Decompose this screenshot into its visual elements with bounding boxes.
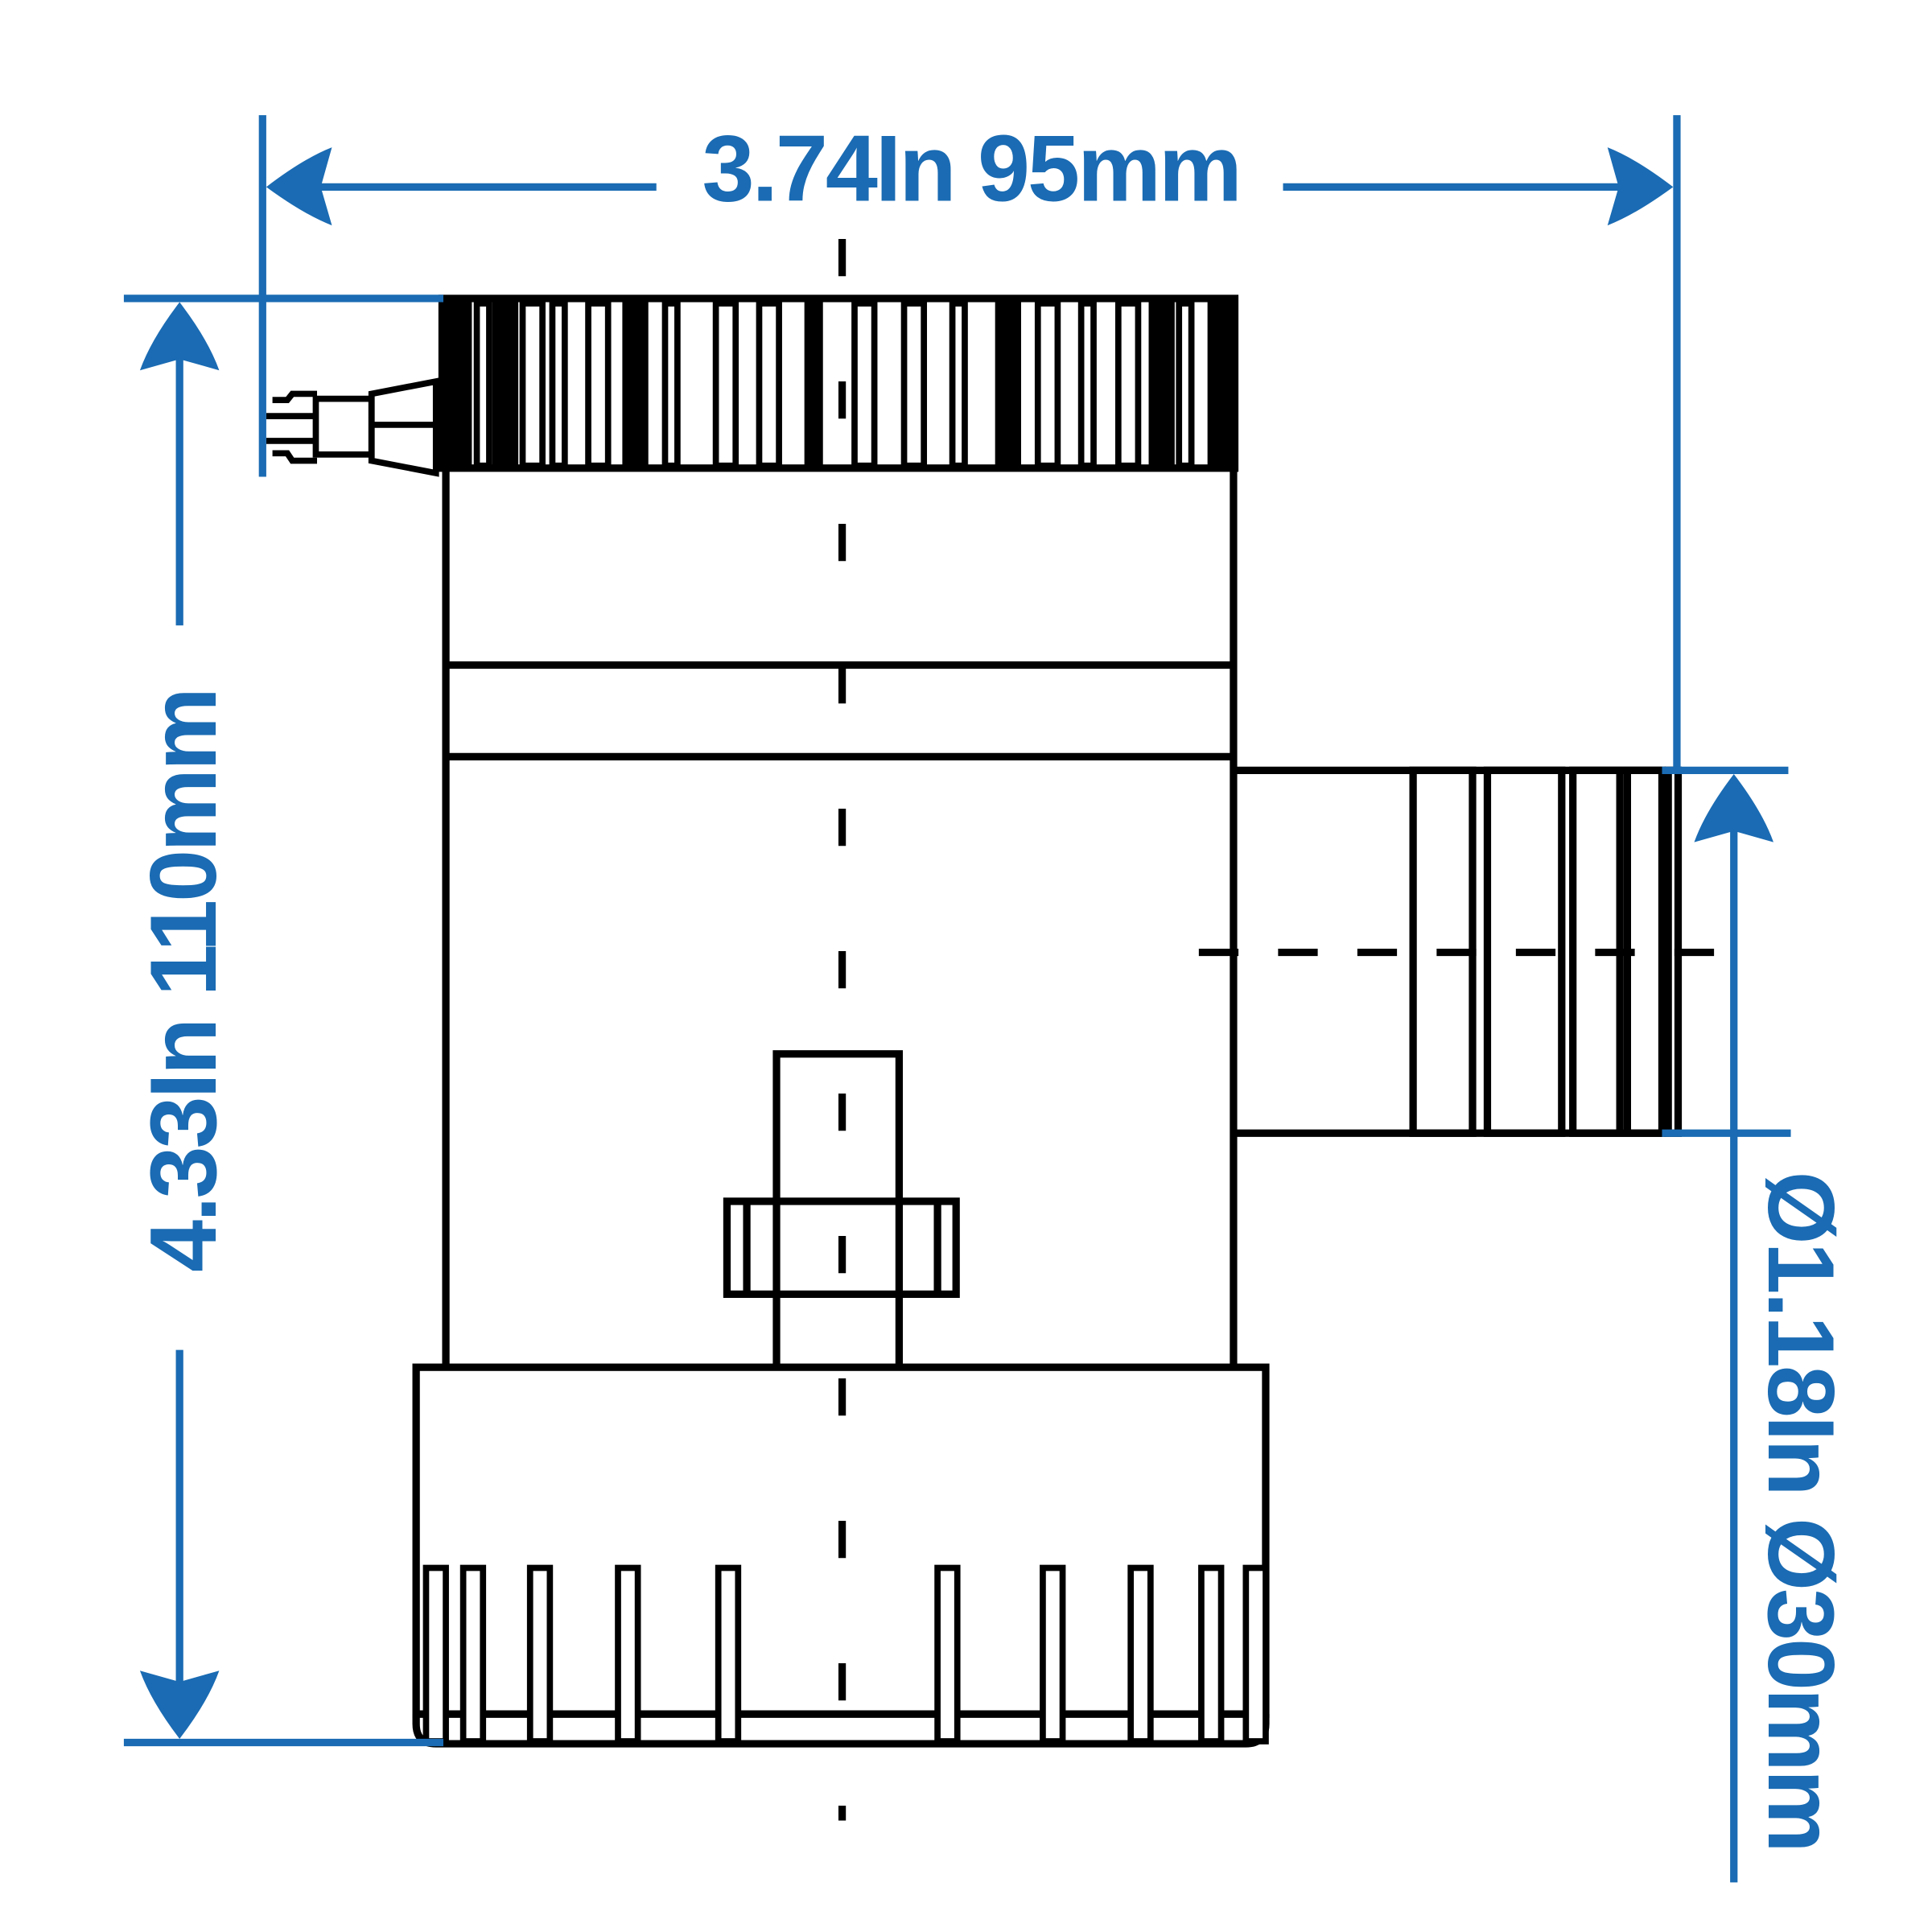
height-dimension <box>123 295 443 1747</box>
base-slots <box>422 1564 1269 1745</box>
top-fin <box>804 300 823 469</box>
width-arrow-left <box>266 147 332 226</box>
outlet-arrow-top <box>1694 773 1773 842</box>
top-fin <box>585 300 612 469</box>
strainer-slot <box>715 1564 742 1745</box>
top-fin <box>519 300 546 469</box>
top-fin <box>1077 300 1097 469</box>
strainer-slot <box>1242 1564 1269 1745</box>
top-fin <box>712 300 739 469</box>
height-arrow-top <box>139 302 220 371</box>
strainer-slot <box>615 1564 641 1745</box>
top-cap <box>438 295 1239 472</box>
top-fin <box>622 300 649 469</box>
top-fin <box>1034 300 1061 469</box>
strainer-slot <box>526 1564 554 1745</box>
top-fin <box>995 300 1021 469</box>
dimension-lines <box>123 115 1791 1883</box>
strainer-slot <box>422 1564 449 1745</box>
top-fin <box>949 300 968 469</box>
width-label: 3.74In 95mm <box>702 115 1239 220</box>
outlet-diameter-label: Ø1.18In Ø30mm <box>1749 1172 1854 1851</box>
strainer-slot <box>934 1564 961 1745</box>
height-label: 4.33In 110mm <box>130 690 236 1272</box>
top-fin <box>900 300 928 469</box>
top-fin <box>756 300 782 469</box>
strainer-slot <box>459 1564 487 1745</box>
top-fin <box>1114 300 1142 469</box>
strainer-slot <box>1040 1564 1066 1745</box>
strainer-slot <box>1198 1564 1225 1745</box>
strainer-slot <box>1127 1564 1154 1745</box>
cable-connector <box>266 377 439 477</box>
center-lines <box>838 239 1728 1821</box>
motor-housing <box>442 468 1238 1368</box>
top-fin <box>473 300 492 469</box>
top-fins <box>473 300 1195 469</box>
height-arrow-bottom <box>139 1670 220 1739</box>
top-fin <box>549 300 568 469</box>
top-fin <box>851 300 878 469</box>
width-arrow-right <box>1607 147 1674 226</box>
outlet-diameter-dimension <box>1662 766 1791 1883</box>
pump-body <box>266 295 1683 1748</box>
top-fin <box>661 300 681 469</box>
top-fin <box>1176 300 1195 469</box>
top-fin <box>1148 300 1175 469</box>
top-fin <box>492 300 519 469</box>
